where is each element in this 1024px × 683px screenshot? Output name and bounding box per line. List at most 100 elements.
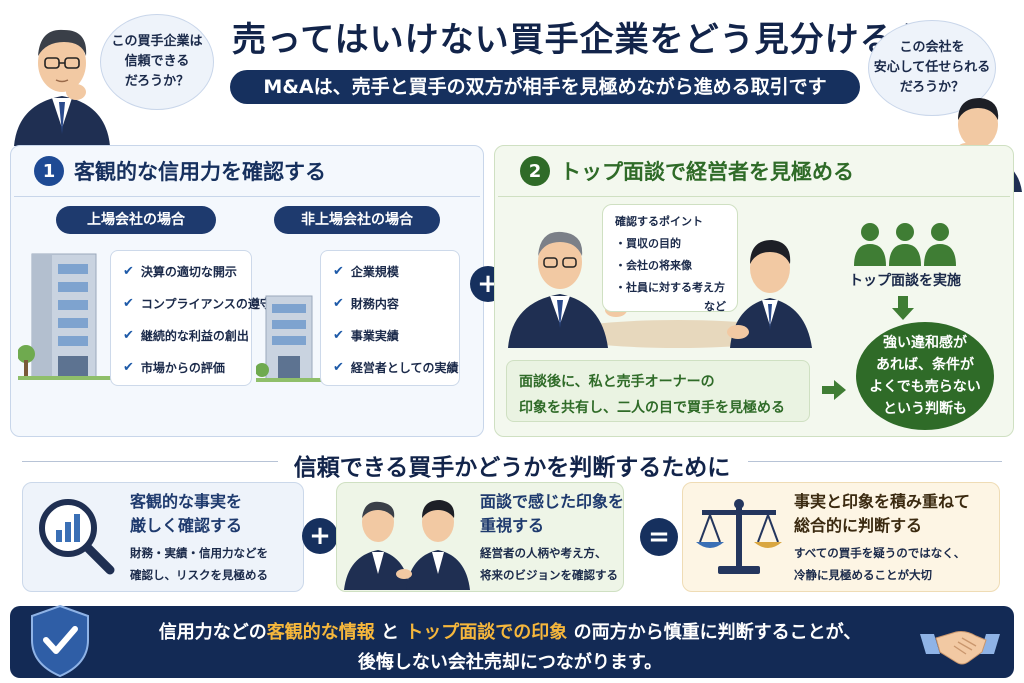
checkmark-icon: ✔ <box>123 360 134 375</box>
unlisted-item: ✔ 企業規模 <box>333 261 451 293</box>
checkmark-icon: ✔ <box>333 360 344 375</box>
balance-scale-icon <box>696 499 782 574</box>
shield-check-icon <box>31 604 89 678</box>
listed-item-label: 市場からの評価 <box>140 361 225 375</box>
decision-text: という判断も <box>883 401 967 417</box>
comprehensive-content: 事実と印象を積み重ねて 総合的に判断する すべての買手を疑うのではなく、 冷静に… <box>794 490 970 586</box>
listed-item-label: 継続的な利益の創出 <box>140 329 249 343</box>
plus-icon: + <box>302 518 338 554</box>
page-subtitle: M&Aは、売手と買手の双方が相手を見極めながら進める取引です <box>230 70 860 104</box>
conclusion-banner <box>10 606 1014 678</box>
box-heading: 重視する <box>480 516 545 535</box>
equals-icon: = <box>640 518 678 556</box>
checkmark-icon: ✔ <box>333 296 344 311</box>
post-meeting-text: 印象を共有し、二人の目で買手を見極める <box>519 400 785 416</box>
arrow-right-icon <box>822 380 846 400</box>
unlisted-item: ✔ 事業実績 <box>333 325 451 357</box>
unlisted-criteria-card: ✔ 企業規模 ✔ 財務内容 ✔ 事業実績 ✔ 経営者としての実績 <box>320 250 460 386</box>
impression-content: 面談で感じた印象を 重視する 経営者の人柄や考え方、 将来のビジョンを確認する <box>480 490 624 586</box>
checkmark-icon: ✔ <box>123 328 134 343</box>
check-point-label: 会社の将来像 <box>626 259 692 272</box>
arrow-down-icon <box>892 296 914 320</box>
conclusion-line2: 後悔しない会社売却につながります。 <box>357 652 663 673</box>
checkmark-icon: ✔ <box>123 296 134 311</box>
post-meeting-box: 面談後に、私と売手オーナーの 印象を共有し、二人の目で買手を見極める <box>506 360 810 422</box>
handshake-icon <box>920 631 1000 665</box>
conclusion-line1: 信用力などの客観的な情報 と トップ面談での印象 の両方から慎重に判断することが… <box>110 618 910 644</box>
bubble-line: この買手企業は <box>111 33 203 49</box>
top-meeting-label: トップ面談を実施 <box>849 273 961 289</box>
office-building-small-icon <box>256 295 322 382</box>
listed-item: ✔ 市場からの評価 <box>123 357 243 389</box>
box-heading: 客観的な事実を <box>130 492 243 511</box>
check-point-item: ・社員に対する考え方 <box>615 281 725 294</box>
checkmark-icon: ✔ <box>333 264 344 279</box>
box-heading: 厳しく確認する <box>130 516 243 535</box>
box-body: 確認し、リスクを見極める <box>130 568 268 582</box>
box-heading: 面談で感じた印象を <box>480 492 625 511</box>
check-points-etc: など <box>704 300 726 313</box>
bubble-line: 安心して任せられる <box>873 59 991 75</box>
section2-header: 2 トップ面談で経営者を見極める <box>520 156 854 186</box>
section1-title: 客観的な信用力を確認する <box>74 160 326 184</box>
objective-facts-content: 客観的な事実を 厳しく確認する 財務・実績・信用力などを 確認し、リスクを見極め… <box>130 490 268 586</box>
buyer-thought-bubble: この会社を 安心して任せられる だろうか？ <box>868 20 996 116</box>
post-meeting-text: 面談後に、私と売手オーナーの <box>519 374 715 390</box>
divider-right <box>748 461 1002 462</box>
unlisted-item: ✔ 経営者としての実績 <box>333 357 459 389</box>
check-points-box: 確認するポイント ・買収の目的 ・会社の将来像 ・社員に対する考え方 <box>602 204 738 312</box>
decision-text: 強い違和感が <box>883 335 967 351</box>
magnifier-chart-icon <box>39 499 115 575</box>
section2-title: トップ面談で経営者を見極める <box>560 160 854 184</box>
check-points-title: 確認するポイント <box>615 215 703 228</box>
page-title: 売ってはいけない買手企業をどう見分けるか <box>232 20 930 60</box>
checkmark-icon: ✔ <box>333 328 344 343</box>
check-point-label: 買収の目的 <box>626 237 681 250</box>
bubble-line: だろうか？ <box>899 80 965 96</box>
listed-item: ✔ 継続的な利益の創出 <box>123 325 249 357</box>
section2-divider <box>498 196 1010 197</box>
conclusion-highlight: 客観的な情報 <box>266 622 375 643</box>
unlisted-item-label: 財務内容 <box>350 297 399 311</box>
thinking-seller-illustration <box>14 29 110 146</box>
conclusion-highlight: トップ面談での印象 <box>405 622 568 643</box>
unlisted-item-label: 事業実績 <box>350 329 399 343</box>
listed-item: ✔コンプライアンスの遵守 <box>123 293 272 325</box>
box-body: すべての買手を疑うのではなく、 <box>794 546 966 560</box>
unlisted-item-label: 企業規模 <box>350 265 399 279</box>
box-body: 将来のビジョンを確認する <box>480 568 618 582</box>
unlisted-item-label: 経営者としての実績 <box>350 361 459 375</box>
section2-number: 2 <box>520 156 550 186</box>
top-meeting-illustration <box>508 231 812 348</box>
box-heading: 総合的に判断する <box>794 516 923 535</box>
conclusion-text: 信用力などの <box>158 622 267 643</box>
conclusion-text: と <box>381 622 400 643</box>
box-body: 冷静に見極めることが大切 <box>794 568 932 582</box>
check-point-label: 社員に対する考え方 <box>626 281 725 294</box>
listed-item-label: 決算の適切な開示 <box>140 265 237 279</box>
unlisted-item: ✔ 財務内容 <box>333 293 451 325</box>
listed-item: ✔ 決算の適切な開示 <box>123 261 243 293</box>
decision-text: よくでも売らない <box>869 379 981 395</box>
bubble-line: この会社を <box>899 39 965 55</box>
box-heading: 事実と印象を積み重ねて <box>794 492 971 511</box>
bubble-line: 信頼できる <box>124 53 190 69</box>
decision-circle: 強い違和感が あれば、条件が よくでも売らない という判断も <box>856 322 994 430</box>
box-body: 財務・実績・信用力などを <box>130 546 268 560</box>
judgement-section-title: 信頼できる買手かどうかを判断するために <box>293 455 731 481</box>
conclusion-text: の両方から慎重に判断することが、 <box>573 622 862 643</box>
checkmark-icon: ✔ <box>123 264 134 279</box>
check-point-item: ・会社の将来像 <box>615 259 692 272</box>
executives-group-icon <box>854 223 956 266</box>
section1-number: 1 <box>34 156 64 186</box>
listed-company-label: 上場会社の場合 <box>56 206 216 234</box>
section1-header: 1 客観的な信用力を確認する <box>34 156 326 186</box>
section1-divider <box>14 196 480 197</box>
check-point-item: ・買収の目的 <box>615 237 681 250</box>
listed-criteria-card: ✔ 決算の適切な開示 ✔コンプライアンスの遵守 ✔ 継続的な利益の創出 ✔ 市場からの… <box>110 250 272 389</box>
divider-left <box>22 461 278 462</box>
seller-thought-bubble: この買手企業は 信頼できる だろうか？ <box>100 14 214 110</box>
unlisted-company-label: 非上場会社の場合 <box>274 206 440 234</box>
decision-text: あれば、条件が <box>876 357 974 373</box>
bubble-line: だろうか？ <box>124 74 190 90</box>
